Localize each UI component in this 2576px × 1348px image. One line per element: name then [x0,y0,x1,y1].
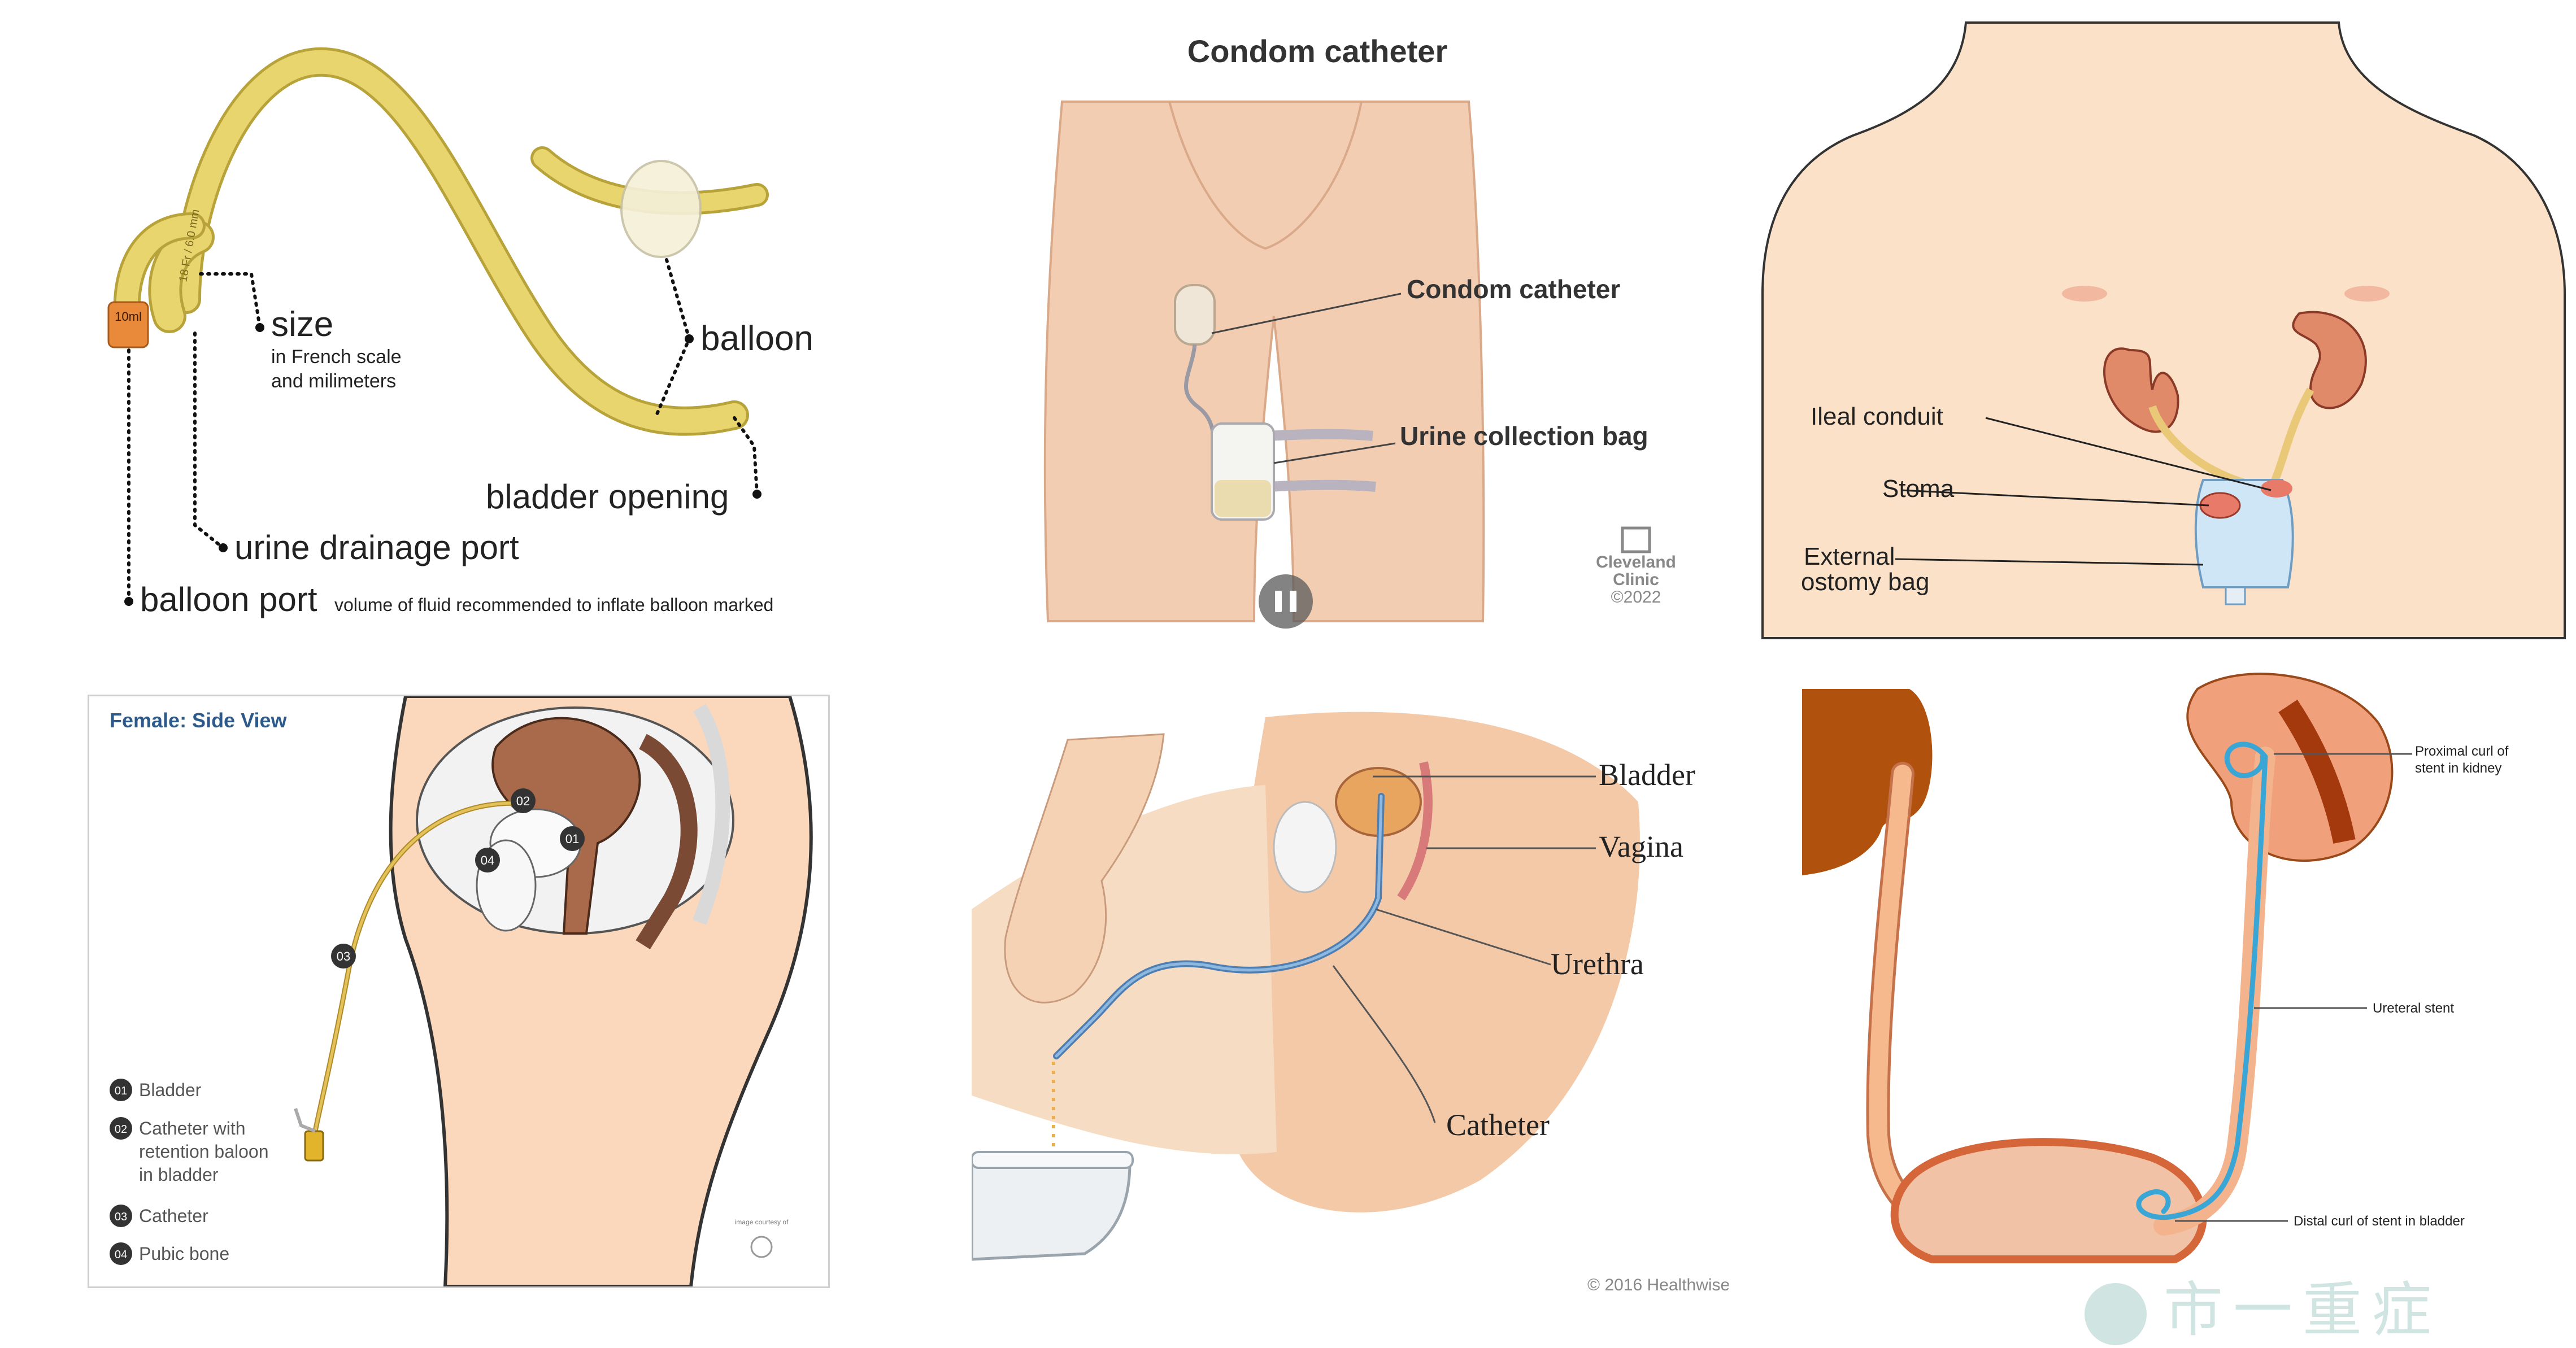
label-balloon-port: balloon port [140,581,317,618]
balloon-valve [107,301,149,348]
label-ureteral-stent: Ureteral stent [2373,1001,2454,1016]
svg-text:Pubic bone: Pubic bone [139,1244,229,1264]
volume-mark: 10ml [115,309,142,324]
cleveland-clinic-logo [1621,526,1651,553]
marker-02: 02 [511,788,536,813]
label-distal: Distal curl of stent in bladder [2294,1214,2465,1229]
marker-04: 04 [475,848,500,873]
label-catheter: Catheter [1446,1108,1550,1142]
svg-text:02: 02 [115,1123,127,1136]
bladder [1890,1138,2207,1263]
copyright: © 2016 Healthwise [1587,1276,1729,1294]
label-external-2: ostomy bag [1801,568,1929,596]
credit-line1: Cleveland [1596,553,1676,572]
male-legs [1043,101,1485,622]
label-external-1: External [1804,543,1895,570]
pause-icon [1275,591,1282,612]
side-view-heading: Female: Side View [110,709,287,732]
catheter-end [304,1130,324,1162]
label-size-sub2: and milimeters [271,370,396,392]
label-size: size [271,305,333,344]
label-balloon: balloon [700,319,813,358]
left-kidney [2103,347,2179,433]
female-catheter-diagram: Bladder Vagina Urethra Catheter © 2016 H… [972,700,1729,1316]
pause-button[interactable] [1259,574,1313,629]
label-vagina: Vagina [1599,830,1683,863]
vagina [1397,761,1433,901]
label-proximal-2: stent in kidney [2415,761,2501,776]
right-kidney [2292,311,2367,409]
svg-text:04: 04 [481,853,494,867]
svg-text:Catheter with: Catheter with [139,1118,246,1138]
watermark: 市一重症 [2085,1262,2442,1348]
watermark-logo-icon [2085,1283,2147,1346]
label-ileal-conduit: Ileal conduit [1811,403,1943,430]
label-urine-collection-bag: Urine collection bag [1400,421,1648,451]
foley-catheter-illustration: 10ml 18 Fr / 6.0 mm size in French scale… [107,47,813,618]
label-condom-catheter: Condom catheter [1407,274,1620,304]
legend-item-04: 04 Pubic bone [110,1242,229,1265]
label-stoma: Stoma [1882,475,1955,503]
svg-text:retention baloon: retention baloon [139,1141,269,1162]
image-credit: image courtesy of [735,1218,789,1226]
condom-sheath [1174,284,1216,346]
marker-03: 03 [331,944,356,969]
credit-line3: ©2022 [1611,588,1661,607]
label-balloon-port-note: volume of fluid recommended to inflate b… [334,595,773,615]
ileal-conduit-illustration: Ileal conduit Stoma External ostomy bag [1761,21,2566,639]
svg-text:04: 04 [115,1249,127,1261]
svg-text:01: 01 [115,1085,127,1097]
condom-catheter-title: Condom catheter [1187,33,1448,69]
ureteral-stent-illustration: Proximal curl of stent in kidney Uretera… [1802,673,2509,1263]
female-catheter-illustration: Bladder Vagina Urethra Catheter © 2016 H… [972,712,1729,1294]
svg-text:Bladder: Bladder [139,1080,202,1100]
credit-logo [750,1236,773,1258]
svg-text:02: 02 [516,794,530,808]
label-bladder: Bladder [1599,758,1695,792]
label-size-sub1: in French scale [271,346,402,368]
label-urethra: Urethra [1551,947,1644,981]
svg-text:01: 01 [565,832,579,846]
credit-line2: Clinic [1613,570,1659,589]
legend-item-01: 01 Bladder [110,1079,202,1101]
svg-text:03: 03 [337,949,350,963]
ileal-conduit-diagram: Ileal conduit Stoma External ostomy bag [1712,0,2576,644]
label-bladder-opening: bladder opening [486,478,729,516]
condom-catheter-diagram: Condom catheter Condom catheter Urine co… [926,0,1717,638]
right-kidney [2186,673,2394,862]
svg-text:03: 03 [115,1211,127,1223]
label-urine-drainage-port: urine drainage port [234,529,519,566]
rectum [636,734,698,949]
hand [1004,733,1165,1004]
condom-catheter-illustration: Condom catheter Condom catheter Urine co… [1043,33,1676,622]
svg-text:in bladder: in bladder [139,1164,219,1185]
ureteral-stent-diagram: Proximal curl of stent in kidney Uretera… [1802,661,2576,1271]
left-kidney [1802,689,1933,875]
label-proximal-1: Proximal curl of [2415,744,2509,759]
inflated-balloon [620,160,702,258]
foley-catheter-diagram: 10ml 18 Fr / 6.0 mm size in French scale… [0,0,915,638]
ureteral-stent [2136,741,2268,1220]
torso [1761,21,2566,639]
toilet [972,1162,1132,1261]
legend-item-03: 03 Catheter [110,1205,208,1227]
svg-text:Catheter: Catheter [139,1206,208,1226]
marker-01: 01 [560,826,585,851]
